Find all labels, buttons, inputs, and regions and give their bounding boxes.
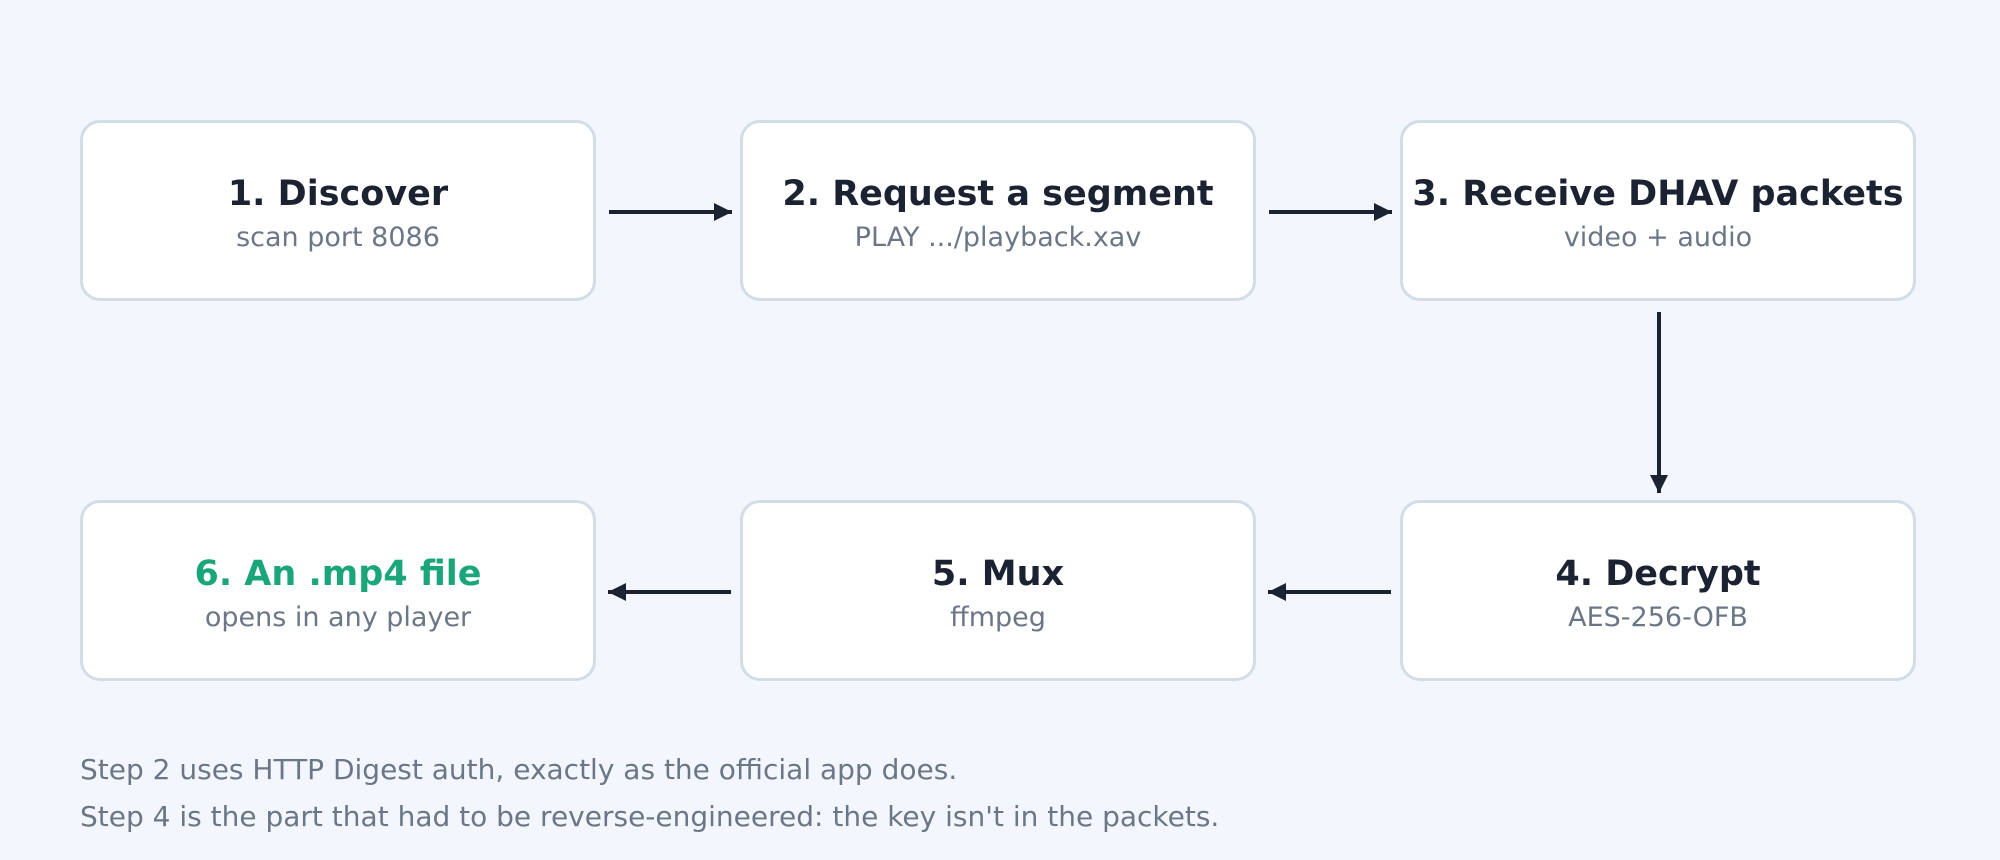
step-request-segment: 2. Request a segment PLAY .../playback.x… [740,120,1256,301]
step-title: 6. An .mp4 file [194,554,482,594]
step-receive-packets: 3. Receive DHAV packets video + audio [1400,120,1916,301]
step-title: 4. Decrypt [1555,554,1761,594]
step-subtitle: PLAY .../playback.xav [854,222,1142,253]
step-subtitle: ffmpeg [950,602,1046,633]
step-mp4-file: 6. An .mp4 file opens in any player [80,500,596,681]
step-title: 3. Receive DHAV packets [1412,174,1904,214]
footnote-digest-auth: Step 2 uses HTTP Digest auth, exactly as… [80,753,958,786]
step-mux: 5. Mux ffmpeg [740,500,1256,681]
footnote-reverse-engineered: Step 4 is the part that had to be revers… [80,800,1220,833]
step-subtitle: scan port 8086 [236,222,440,253]
step-title: 1. Discover [227,174,449,214]
step-decrypt: 4. Decrypt AES-256-OFB [1400,500,1916,681]
step-subtitle: opens in any player [204,602,472,633]
step-discover: 1. Discover scan port 8086 [80,120,596,301]
step-title: 2. Request a segment [782,174,1214,214]
step-title: 5. Mux [931,554,1065,594]
step-subtitle: video + audio [1563,222,1753,253]
step-subtitle: AES-256-OFB [1568,602,1748,633]
